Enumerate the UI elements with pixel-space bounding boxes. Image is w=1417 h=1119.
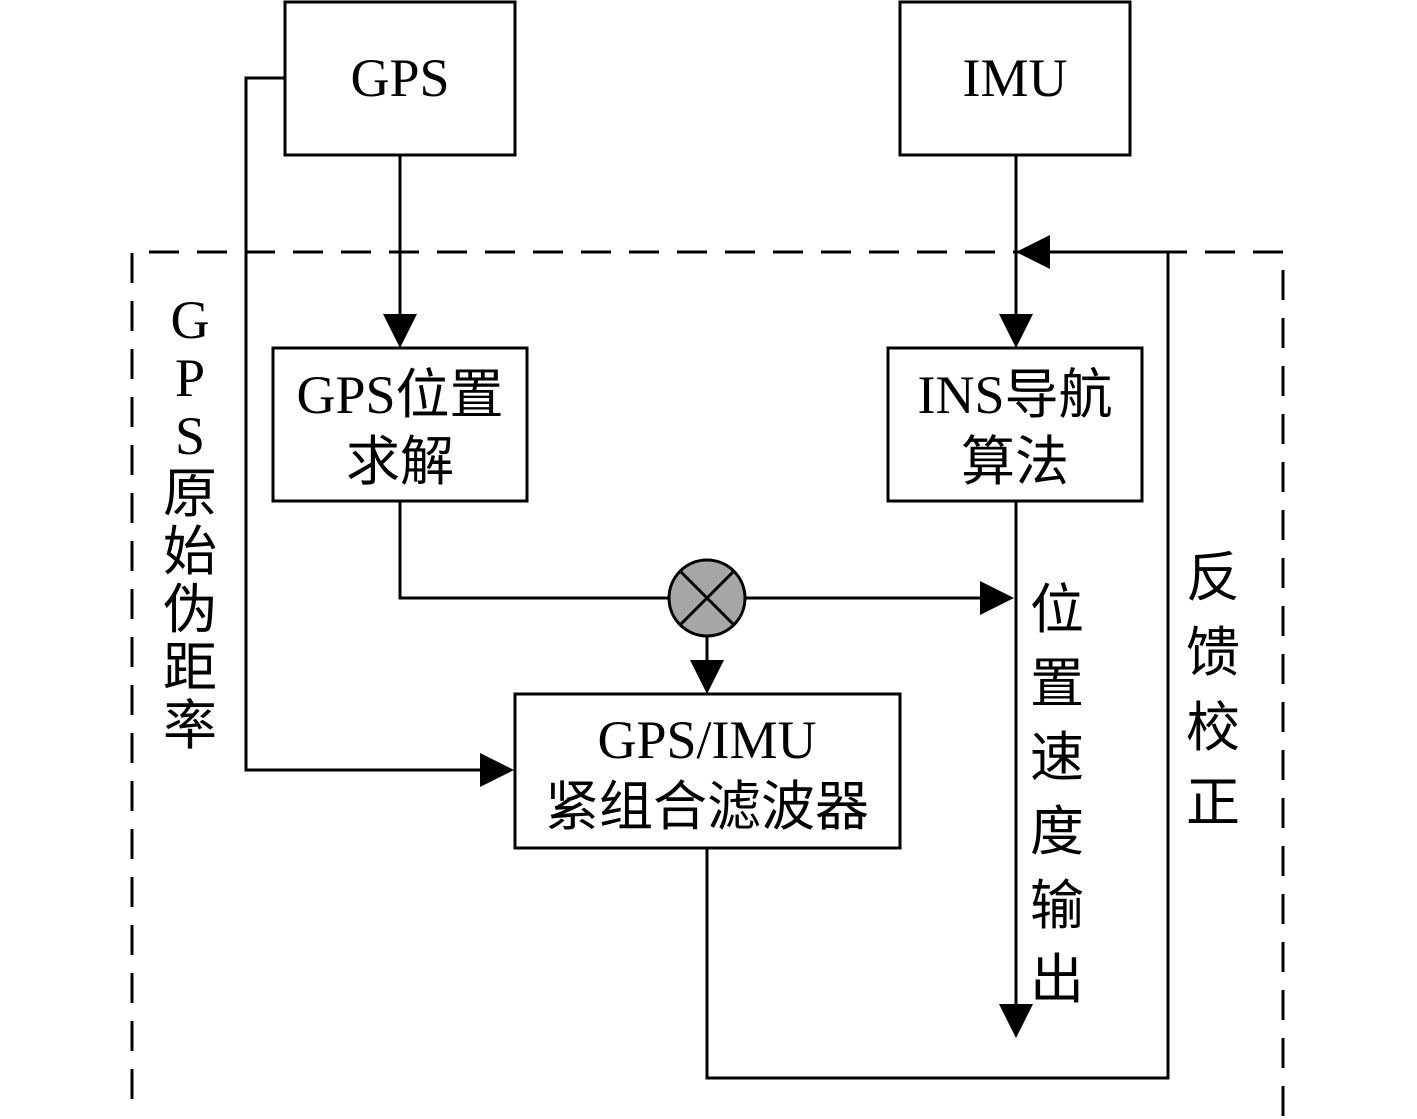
feedback-loop-wire — [705, 250, 1170, 1080]
combiner-to-filter-arrowhead — [690, 660, 724, 694]
ins-navigation-block: INS导航 算法 — [886, 346, 1144, 503]
gps-raw-measurement-wire — [244, 76, 490, 772]
imu-box — [898, 0, 1132, 157]
multiply-circle-icon — [667, 558, 747, 638]
tightly-coupled-filter-box — [513, 692, 902, 850]
gps-position-block: GPS位置 求解 — [271, 346, 529, 503]
gps-pseudorange-rate-label-char: 伪 — [163, 580, 217, 640]
ins-navigation-label-line1: INS导航 — [917, 365, 1112, 425]
filter-label-line2: 紧组合滤波器 — [545, 777, 869, 837]
gps-pseudorange-rate-label-char: G — [171, 290, 210, 350]
feedback-correction-label-char: 正 — [1186, 773, 1240, 833]
tightly-coupled-filter-block: GPS/IMU 紧组合滤波器 — [513, 692, 902, 850]
gps-position-label-line2: 求解 — [346, 432, 454, 492]
position-velocity-output-label-char: 位 — [1030, 580, 1084, 640]
gps-position-label-line1: GPS位置 — [296, 365, 503, 425]
position-velocity-output-label-char: 速 — [1030, 728, 1084, 788]
gps-pseudorange-rate-label-char: 率 — [163, 696, 217, 756]
combiner-cross-2 — [678, 569, 736, 627]
imu-label: IMU — [963, 48, 1068, 108]
feedback-correction-label-char: 馈 — [1186, 623, 1240, 683]
position-to-combiner-wire — [398, 501, 669, 600]
position-velocity-output-label-char: 出 — [1030, 950, 1084, 1010]
position-velocity-output-label-char: 度 — [1030, 802, 1084, 862]
gps-block: GPS — [283, 0, 517, 157]
processing-boundary — [130, 250, 1285, 1116]
position-velocity-output-label-char: 输 — [1030, 876, 1084, 936]
feedback-correction-label-char: 校 — [1186, 698, 1240, 758]
gps-box — [283, 0, 517, 157]
imu-to-ins-arrowhead — [999, 314, 1033, 348]
gps-pseudorange-rate-label-char: 原 — [163, 464, 217, 524]
feedback-correction-label-char: 反 — [1186, 548, 1240, 608]
position-velocity-output-label-char: 置 — [1030, 654, 1084, 714]
combiner-to-output-arrowhead — [980, 581, 1014, 615]
gps-position-box — [271, 346, 529, 503]
gps-to-position-arrowhead — [383, 314, 417, 348]
gps-pseudorange-rate-label-char: P — [175, 348, 205, 408]
ins-navigation-box — [886, 346, 1144, 503]
imu-block: IMU — [898, 0, 1132, 157]
gps-label: GPS — [350, 48, 449, 108]
ins-output-arrowhead — [999, 1004, 1033, 1038]
ins-navigation-label-line2: 算法 — [961, 432, 1069, 492]
feedback-loop-arrowhead — [1016, 235, 1050, 269]
gps-pseudorange-rate-label-char: 始 — [163, 522, 217, 582]
filter-label-line1: GPS/IMU — [597, 710, 816, 770]
gps-pseudorange-rate-label-char: S — [175, 406, 205, 466]
gps-raw-measurement-arrowhead — [480, 753, 514, 787]
gps-pseudorange-rate-label-char: 距 — [163, 638, 217, 698]
